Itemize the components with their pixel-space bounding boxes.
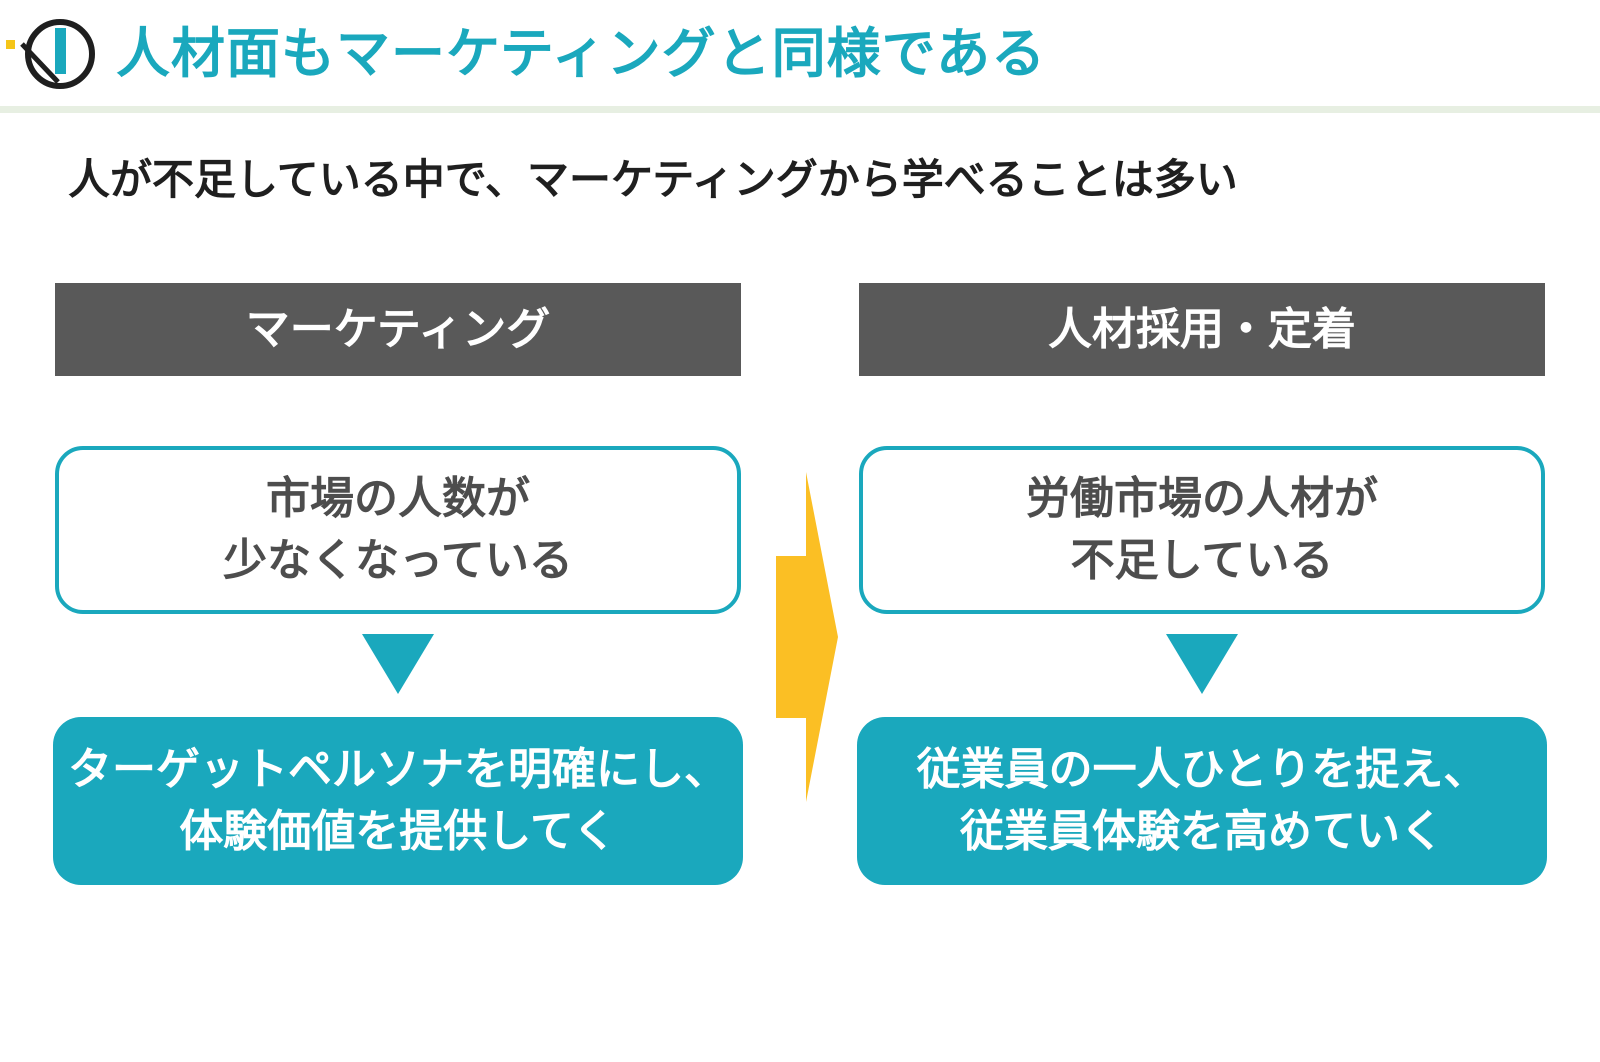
arrow-right-icon	[776, 472, 838, 802]
solution-line: 従業員の一人ひとりを捉え、	[916, 744, 1488, 795]
column-header-marketing: マーケティング	[55, 283, 741, 376]
problem-line: 不足している	[1070, 535, 1334, 586]
title-divider	[0, 106, 1600, 113]
page-subtitle: 人が不足している中で、マーケティングから学べることは多い	[68, 155, 1238, 204]
solution-box-recruitment: 従業員の一人ひとりを捉え、 従業員体験を高めていく	[857, 717, 1547, 885]
problem-line: 少なくなっている	[223, 535, 573, 586]
solution-line: 従業員体験を高めていく	[960, 806, 1444, 857]
page-title: 人材面もマーケティングと同様である	[116, 22, 1047, 85]
problem-box-marketing: 市場の人数が 少なくなっている	[55, 446, 741, 614]
solution-line: 体験価値を提供してく	[179, 806, 617, 857]
solution-box-marketing: ターゲットペルソナを明確にし、 体験価値を提供してく	[53, 717, 743, 885]
problem-line: 労働市場の人材が	[1026, 473, 1378, 524]
triangle-down-icon	[362, 634, 434, 694]
column-header-recruitment: 人材採用・定着	[859, 283, 1545, 376]
problem-box-recruitment: 労働市場の人材が 不足している	[859, 446, 1545, 614]
solution-line: ターゲットペルソナを明確にし、	[68, 744, 728, 795]
triangle-down-icon	[1166, 634, 1238, 694]
brand-logo-icon	[6, 19, 95, 89]
problem-line: 市場の人数が	[266, 473, 530, 524]
